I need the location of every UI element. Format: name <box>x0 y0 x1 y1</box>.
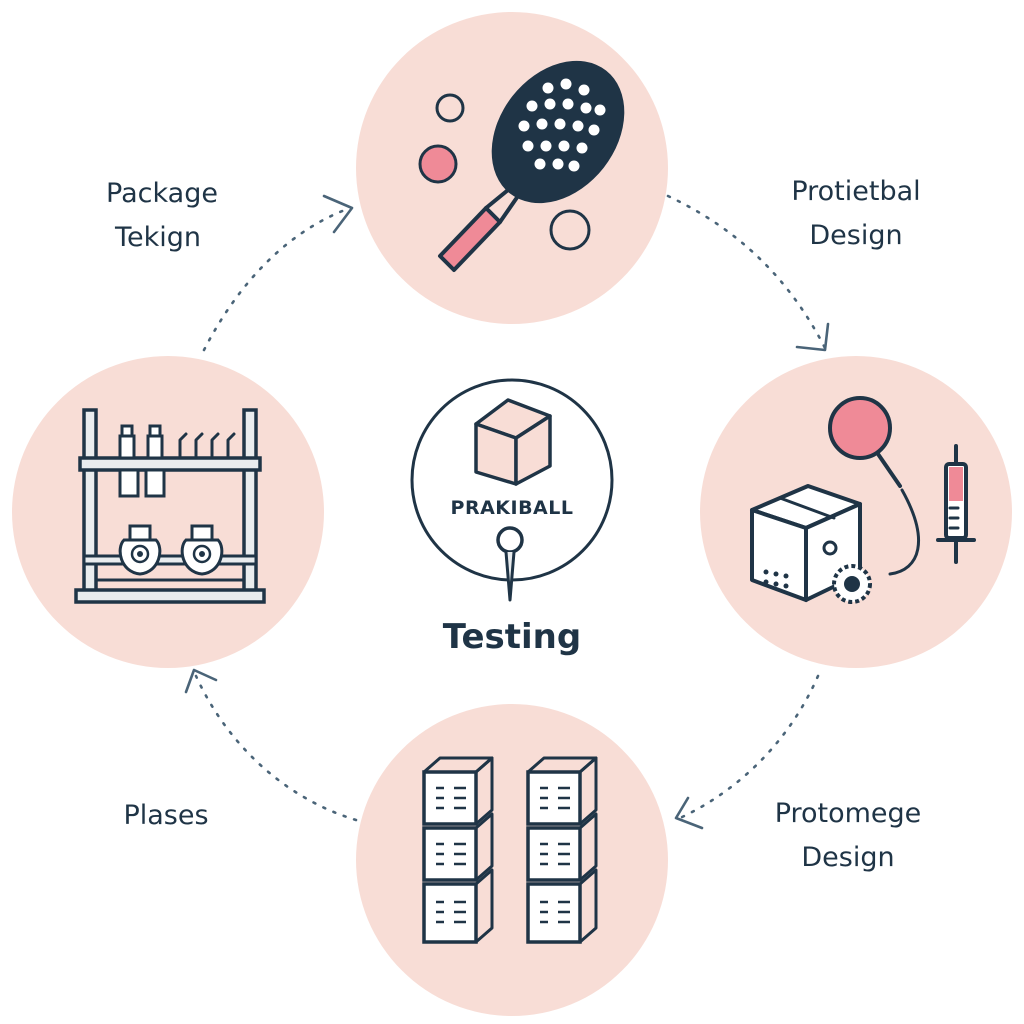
arrow-left-to-top <box>202 206 352 352</box>
box-magnifier-syringe-icon <box>750 396 976 604</box>
label-top-left-line2: Tekign <box>114 222 201 253</box>
label-bottom-right-line2: Design <box>801 842 894 873</box>
flow-arrows <box>184 194 830 830</box>
label-bottom-left-line1: Plases <box>123 800 208 831</box>
arrow-top-to-right <box>666 194 827 350</box>
paddle-racket-icon <box>418 60 625 272</box>
arrowhead-left-to-top <box>322 194 354 234</box>
arrowhead-bottom-to-left <box>184 668 218 694</box>
center-badge-text: PRAKIBALL <box>451 497 574 519</box>
cube-icon <box>474 398 552 486</box>
label-top-left-line1: Package <box>106 178 218 209</box>
center-badge: PRAKIBALL <box>410 378 614 602</box>
label-top-right-line2: Design <box>809 220 902 251</box>
stage-circle-bottom <box>356 704 668 1016</box>
label-top-left: Package Tekign <box>106 178 218 253</box>
shelf-rack-icon <box>74 408 266 604</box>
stage-circle-left <box>12 356 324 668</box>
arrow-right-to-bottom <box>678 674 820 820</box>
pin-icon <box>496 526 524 602</box>
label-bottom-right: Protomege Design <box>775 798 922 873</box>
label-bottom-left: Plases <box>123 800 208 831</box>
arrow-bottom-to-left <box>194 674 358 822</box>
center-title: Testing <box>443 617 581 657</box>
label-top-right-line1: Protietbal <box>791 176 920 207</box>
label-top-right: Protietbal Design <box>791 176 920 251</box>
stacked-boxes-icon <box>422 756 598 944</box>
arrowhead-right-to-bottom <box>674 796 704 830</box>
label-bottom-right-line1: Protomege <box>775 798 922 829</box>
arrowhead-top-to-right <box>795 322 830 352</box>
